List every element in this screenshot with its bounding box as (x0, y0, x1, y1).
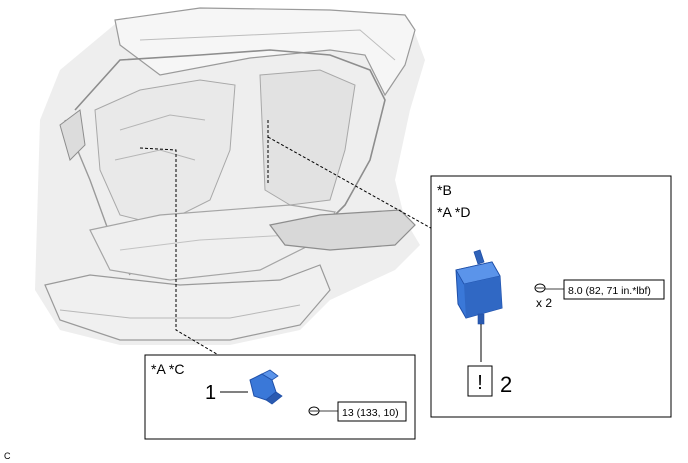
callout-module-header-line1: *B (437, 182, 452, 198)
part-number-2: 2 (500, 372, 512, 397)
module-bolt-icon (534, 283, 546, 293)
bracket-bolt-icon (308, 406, 320, 416)
bracket-part (249, 369, 283, 405)
torque-value-bracket: 13 (133, 10) (342, 407, 399, 419)
corner-letter: C (4, 451, 11, 461)
callout-bracket-header: *A *C (151, 361, 184, 377)
callout-module-header-line2: *A *D (437, 204, 470, 220)
torque-box-bracket (337, 401, 407, 422)
caution-mark: ! (477, 372, 483, 394)
control-module-part (455, 249, 503, 325)
torque-value-module: 8.0 (82, 71 in.*lbf) (568, 285, 651, 297)
part-number-1: 1 (205, 382, 216, 404)
caution-box (467, 365, 493, 397)
callout-box-module: *B *A *D ! 2 x 2 8.0 (82, 71 in.*lbf) (430, 175, 672, 418)
torque-box-module (563, 279, 665, 300)
callout-box-bracket: *A *C 1 13 (133, 10) (144, 354, 416, 440)
bolt-quantity: x 2 (536, 296, 552, 310)
vehicle-rear-illustration (35, 7, 425, 345)
leader-line-bracket (139, 147, 255, 377)
